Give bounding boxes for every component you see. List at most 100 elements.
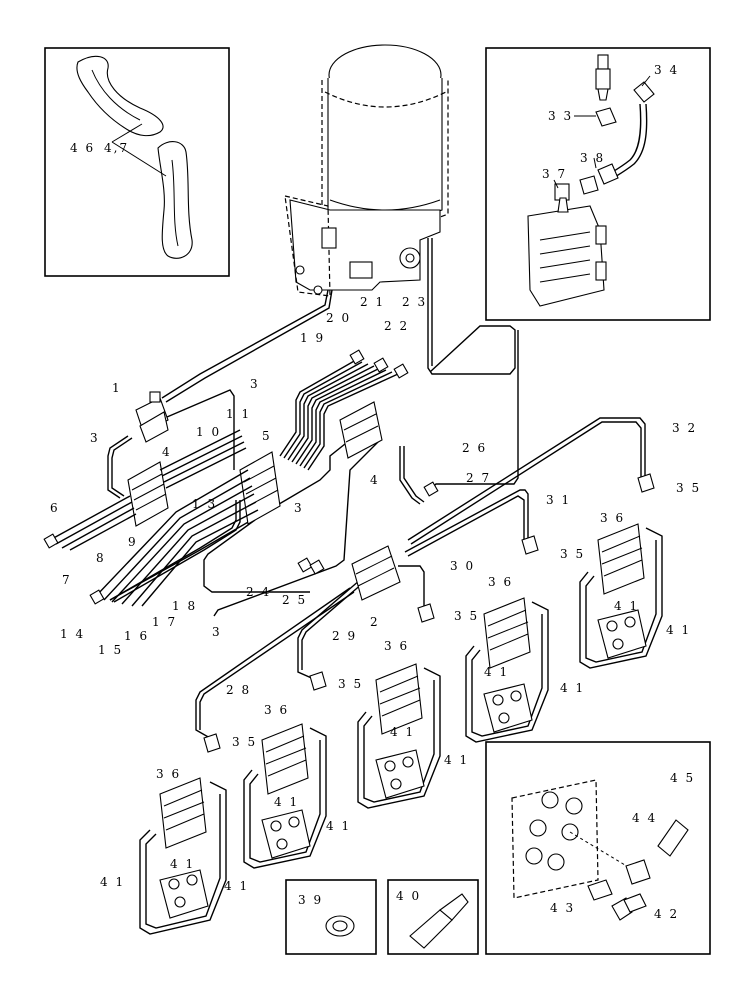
callout-7: 7 [62,573,72,587]
callout-5: 5 [262,429,272,443]
callout-36: 3 6 [488,575,513,589]
callout-45: 4 5 [670,771,695,785]
callout-9: 9 [128,535,138,549]
callout-20: 2 0 [326,311,351,325]
distributor-block-4-center [339,401,383,459]
callout-41: 4 1 [274,795,299,809]
distributor-block-1 [135,391,169,443]
callout-41: 4 1 [170,857,195,871]
leader-line [111,141,167,177]
manifold-inset [485,741,711,955]
callout-41: 4 1 [100,875,125,889]
distributor-block-4-left [127,461,169,527]
callout-35: 3 5 [676,481,701,495]
lower-assembly-c [357,663,441,809]
elbow-fittings-35 [203,473,655,753]
pump-base-unit [284,195,441,297]
callout-36: 3 6 [264,703,289,717]
callout-3: 3 [90,431,100,445]
callout-28: 2 8 [226,683,251,697]
callout-13: 1 3 [192,497,217,511]
callout-34: 3 4 [654,63,679,77]
callout-3: 3 [250,377,260,391]
callout-41: 4 1 [614,599,639,613]
callout-39: 3 9 [298,893,323,907]
callout-21: 2 1 [360,295,385,309]
callout-3: 3 [212,625,222,639]
fitting-parts [527,54,655,307]
callout-17: 1 7 [152,615,177,629]
callout-38: 3 8 [580,151,605,165]
callout-10: 1 0 [196,425,221,439]
callout-42: 4 2 [654,907,679,921]
callout-8: 8 [96,551,106,565]
callout-27: 2 7 [466,471,491,485]
callout-18: 1 8 [172,599,197,613]
callout-35: 3 5 [560,547,585,561]
callout-11: 1 1 [226,407,251,421]
distributor-block-2 [351,545,401,601]
adapter-inset-40 [387,879,479,955]
manifold-part [511,779,689,921]
lower-assembly-b [243,723,327,869]
hose-upper [76,55,164,137]
plug-part-39 [325,915,355,937]
lower-assembly-d [465,597,549,743]
grease-pump-reservoir [321,44,449,228]
leader-line [641,75,651,87]
callout-41: 4 1 [444,753,469,767]
callout-41: 4 1 [224,879,249,893]
callout-labels: 1 3 3 1 1 1 0 4 5 1 3 6 7 8 9 3 1 9 2 0 … [50,295,701,921]
main-lube-lines [107,238,646,739]
hose-detail-inset [44,47,230,277]
leader-line [593,157,597,169]
callout-26: 2 6 [462,441,487,455]
plug-inset-39 [285,879,377,955]
leader-line [111,123,143,143]
callout-3: 3 [294,501,304,515]
callout-4: 4 [370,473,380,487]
callout-2: 2 [370,615,380,629]
callout-41: 4 1 [390,725,415,739]
callout-30: 3 0 [450,559,475,573]
callout-4: 4 [162,445,172,459]
lube-lines-left [43,349,439,607]
callout-16: 1 6 [124,629,149,643]
callout-36: 3 6 [156,767,181,781]
callout-41: 4 1 [560,681,585,695]
callout-22: 2 2 [384,319,409,333]
callout-36: 3 6 [384,639,409,653]
callout-35: 3 5 [454,609,479,623]
callout-37: 3 7 [542,167,567,181]
callout-6: 6 [50,501,60,515]
callout-29: 2 9 [332,629,357,643]
callout-33: 3 3 [548,109,573,123]
callout-31: 3 1 [546,493,571,507]
callout-15: 1 5 [98,643,123,657]
adapter-part-40 [409,893,469,949]
callout-35: 3 5 [338,677,363,691]
callout-25: 2 5 [282,593,307,607]
callout-32: 3 2 [672,421,697,435]
hose-lower [157,141,193,259]
callout-35: 3 5 [232,735,257,749]
callout-4-7: 4,7 [104,141,129,155]
callout-44: 4 4 [632,811,657,825]
callout-36: 3 6 [600,511,625,525]
callout-41: 4 1 [484,665,509,679]
callout-41: 4 1 [326,819,351,833]
fitting-detail-inset [485,47,711,321]
leader-line [553,179,559,189]
callout-1: 1 [112,381,122,395]
callout-40: 4 0 [396,889,421,903]
lower-assembly-a [139,777,227,935]
callout-14: 1 4 [60,627,85,641]
callout-19: 1 9 [300,331,325,345]
callout-24: 2 4 [246,585,271,599]
callout-41: 4 1 [666,623,691,637]
callout-43: 4 3 [550,901,575,915]
callout-23: 2 3 [402,295,427,309]
callout-46: 4 6 [70,141,95,155]
distributor-block-5 [239,451,281,525]
